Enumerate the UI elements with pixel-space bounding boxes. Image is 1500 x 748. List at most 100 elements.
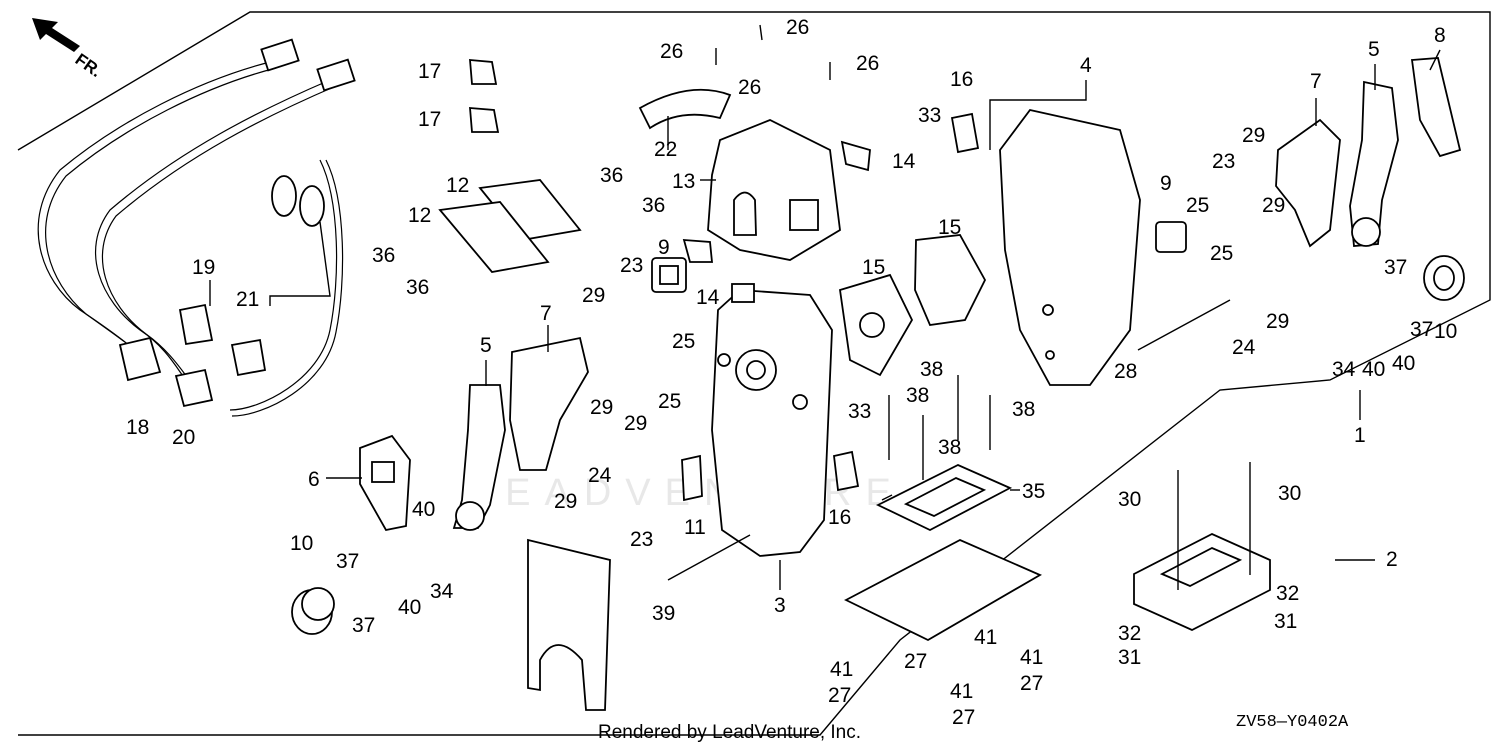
callout-14-lower: 14 bbox=[696, 286, 720, 309]
bracket-12 bbox=[438, 179, 582, 273]
callout-9-left: 9 bbox=[658, 236, 670, 259]
clamp-16-upper bbox=[950, 112, 980, 154]
callout-38-a: 38 bbox=[906, 384, 929, 407]
callout-23-b: 23 bbox=[1212, 150, 1235, 173]
lever-7-left bbox=[509, 336, 589, 471]
callout-37-a: 37 bbox=[1384, 256, 1407, 279]
part-6 bbox=[359, 434, 411, 532]
callout-5-right: 5 bbox=[1368, 38, 1380, 61]
callout-28: 28 bbox=[1114, 360, 1137, 383]
footer-credit: Rendered by LeadVenture, Inc. bbox=[598, 722, 861, 743]
callout-25-d: 25 bbox=[1210, 242, 1233, 265]
callout-15-left: 15 bbox=[862, 256, 885, 279]
callout-16-lower: 16 bbox=[828, 506, 851, 529]
callout-20: 20 bbox=[172, 426, 195, 449]
callout-27-a: 27 bbox=[904, 650, 927, 673]
callout-14-upper: 14 bbox=[892, 150, 916, 173]
callout-10-right: 10 bbox=[1434, 320, 1457, 343]
callout-40-d: 40 bbox=[1392, 352, 1415, 375]
callout-19: 19 bbox=[192, 256, 215, 279]
callout-13: 13 bbox=[672, 170, 695, 193]
mount-plate bbox=[844, 539, 1042, 642]
callout-25-c: 25 bbox=[1186, 194, 1209, 217]
part-11 bbox=[681, 454, 703, 502]
callout-2: 2 bbox=[1386, 548, 1398, 571]
callout-29-f: 29 bbox=[1262, 194, 1285, 217]
callout-29-e: 29 bbox=[1242, 124, 1265, 147]
callout-9-right: 9 bbox=[1160, 172, 1172, 195]
callout-37-b: 37 bbox=[1410, 318, 1433, 341]
callout-32-right: 32 bbox=[1276, 582, 1299, 605]
callout-22: 22 bbox=[654, 138, 677, 161]
grommet-9-right bbox=[1155, 221, 1187, 253]
plate-15-left bbox=[838, 273, 914, 377]
callout-12-lower: 12 bbox=[408, 204, 431, 227]
callout-39: 39 bbox=[652, 602, 675, 625]
callout-24-a: 24 bbox=[588, 464, 612, 487]
callout-33-upper: 33 bbox=[918, 104, 941, 127]
callout-38-b: 38 bbox=[920, 358, 943, 381]
callout-38-c: 38 bbox=[1012, 398, 1035, 421]
callout-23-a: 23 bbox=[620, 254, 643, 277]
callout-31-left: 31 bbox=[1118, 646, 1141, 669]
callout-26-d: 26 bbox=[856, 52, 879, 75]
cover-22 bbox=[638, 88, 732, 130]
callout-40-b: 40 bbox=[398, 596, 421, 619]
callout-40-c: 40 bbox=[1362, 358, 1385, 381]
callout-11: 11 bbox=[684, 516, 706, 539]
wiring-harness bbox=[37, 38, 356, 417]
clip-14-upper bbox=[840, 140, 871, 172]
callout-4: 4 bbox=[1080, 54, 1092, 77]
callout-17-lower: 17 bbox=[418, 108, 441, 131]
lever-5-right bbox=[1349, 80, 1399, 247]
callout-16-upper: 16 bbox=[950, 68, 973, 91]
plate-15-right bbox=[914, 234, 987, 326]
callout-29-g: 29 bbox=[1266, 310, 1289, 333]
callout-37-c: 37 bbox=[336, 550, 359, 573]
callout-27-d: 27 bbox=[952, 706, 975, 729]
callout-38-d: 38 bbox=[938, 436, 961, 459]
callout-15-right: 15 bbox=[938, 216, 961, 239]
callout-40-a: 40 bbox=[412, 498, 435, 521]
gasket-39 bbox=[527, 538, 611, 711]
callout-7-left: 7 bbox=[540, 302, 552, 325]
lever-5-left bbox=[452, 384, 506, 531]
callout-26-a: 26 bbox=[660, 40, 683, 63]
control-box-3 bbox=[711, 283, 833, 557]
callout-34-right: 34 bbox=[1332, 358, 1356, 381]
clamp-16-lower bbox=[833, 450, 860, 492]
direction-label: FR. bbox=[72, 50, 105, 81]
callout-41-c: 41 bbox=[830, 658, 853, 681]
diagram-code: ZV58—Y0402A bbox=[1236, 713, 1349, 732]
callout-6: 6 bbox=[308, 468, 320, 491]
callout-17-upper: 17 bbox=[418, 60, 441, 83]
callout-3: 3 bbox=[774, 594, 786, 617]
leader-lines bbox=[209, 49, 1441, 590]
callout-29-a: 29 bbox=[582, 284, 605, 307]
callout-33-lower: 33 bbox=[848, 400, 871, 423]
callout-18: 18 bbox=[126, 416, 149, 439]
callout-30-right: 30 bbox=[1278, 482, 1301, 505]
grommet-9-left bbox=[651, 257, 687, 293]
grommet-17-upper bbox=[469, 59, 498, 85]
callout-41-b: 41 bbox=[1020, 646, 1043, 669]
callout-36-c: 36 bbox=[372, 244, 395, 267]
callout-10-left: 10 bbox=[290, 532, 313, 555]
frame-outline bbox=[17, 11, 1491, 736]
callout-36-a: 36 bbox=[600, 164, 623, 187]
callout-5-left: 5 bbox=[480, 334, 492, 357]
callout-29-d: 29 bbox=[554, 490, 577, 513]
callout-35: 35 bbox=[1022, 480, 1045, 503]
callout-36-d: 36 bbox=[406, 276, 429, 299]
callout-25-a: 25 bbox=[672, 330, 695, 353]
callout-41-a: 41 bbox=[974, 626, 997, 649]
callout-23-c: 23 bbox=[630, 528, 653, 551]
callout-8: 8 bbox=[1434, 24, 1446, 47]
callout-26-c: 26 bbox=[738, 76, 761, 99]
lever-7-right bbox=[1275, 118, 1341, 248]
callout-37-d: 37 bbox=[352, 614, 375, 637]
cover-13 bbox=[707, 119, 841, 261]
grommet-17-lower bbox=[469, 107, 500, 133]
callout-12-upper: 12 bbox=[446, 174, 469, 197]
